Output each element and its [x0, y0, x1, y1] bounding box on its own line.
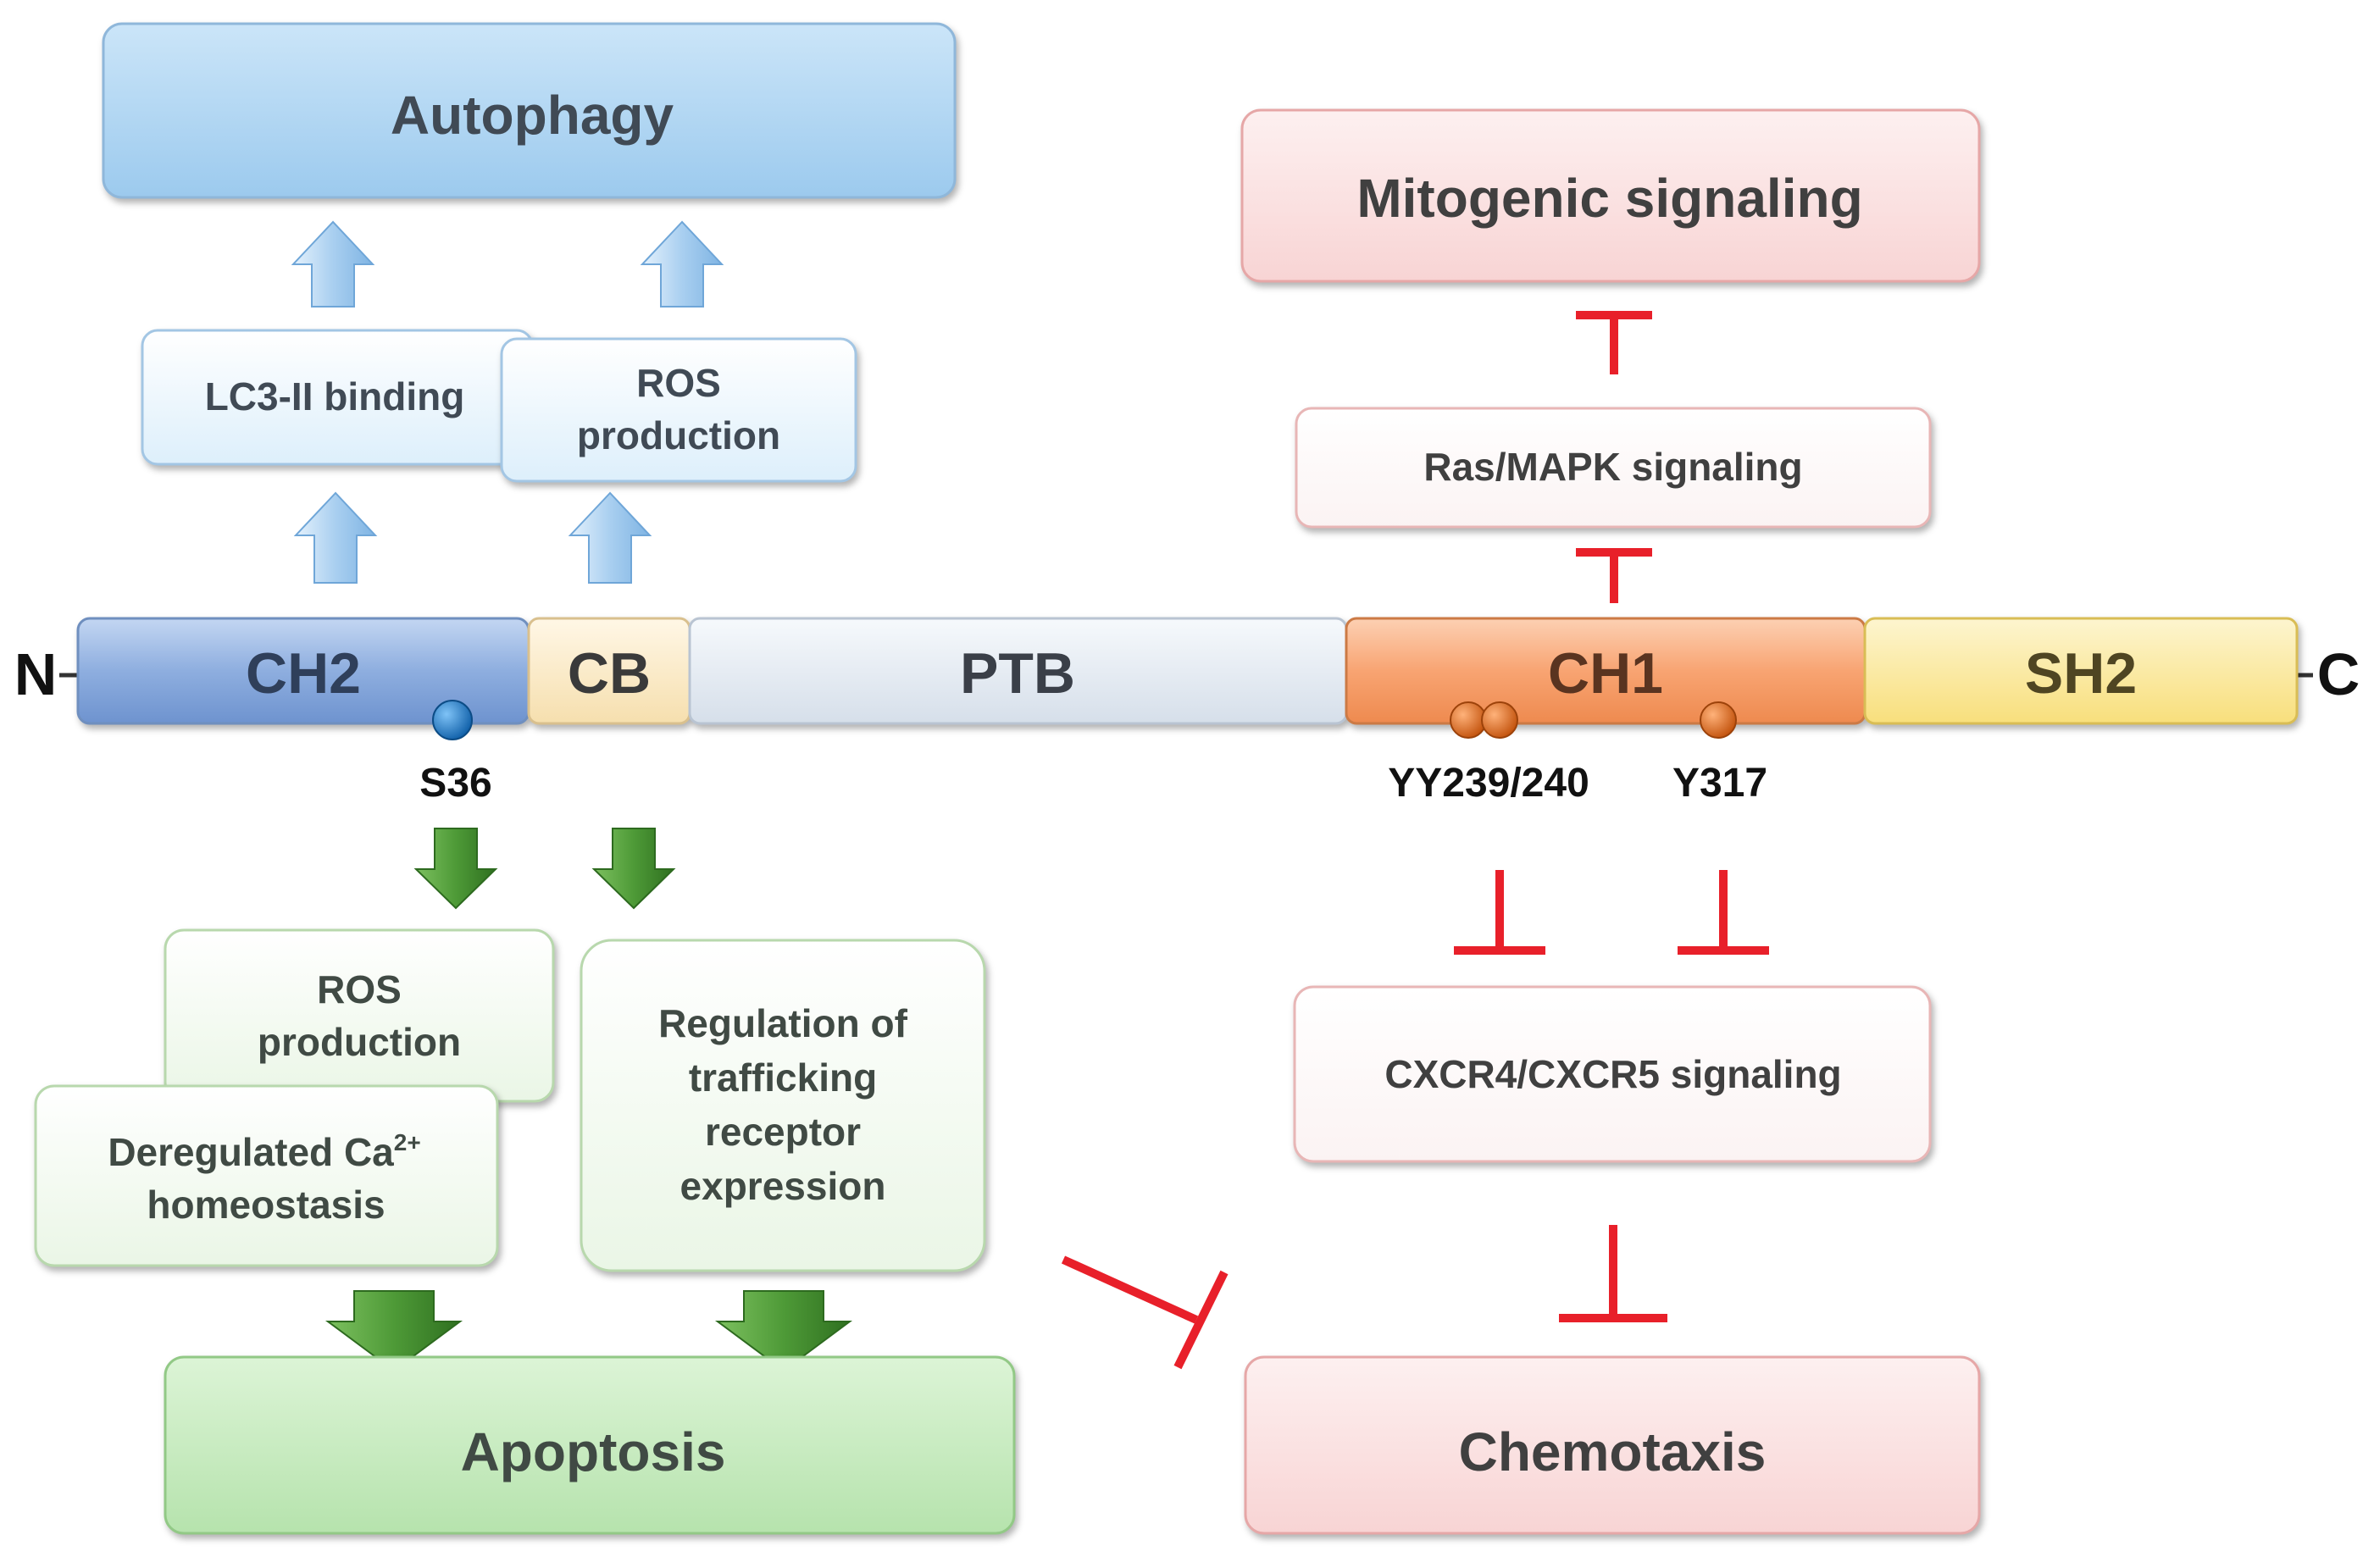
- ros-production-box-bottom: ROS production: [164, 928, 555, 1103]
- yy240-site-dot: [1481, 701, 1518, 739]
- up-arrow-icon: [291, 220, 375, 308]
- mitogenic-label: Mitogenic signaling: [1356, 168, 1862, 229]
- inhibition-icon: [1678, 870, 1769, 955]
- cxcr-label: CXCR4/CXCR5 signaling: [1384, 1052, 1841, 1096]
- autophagy-label: Autophagy: [391, 85, 674, 146]
- trafficking-line2: trafficking: [689, 1055, 877, 1100]
- calcium-superscript: 2+: [394, 1129, 421, 1155]
- trafficking-line1: Regulation of: [658, 1001, 908, 1045]
- protein-bar: N C CH2 CB PTB CH1 SH2 S36 YY239/240 Y31…: [14, 617, 2360, 806]
- cxcr-signaling-box: CXCR4/CXCR5 signaling: [1293, 985, 1932, 1163]
- ros-bottom-line2: production: [258, 1020, 461, 1064]
- c-terminus-label: C: [2317, 641, 2360, 707]
- domain-sh2: [1863, 617, 2299, 725]
- yy239-240-label: YY239/240: [1388, 761, 1589, 806]
- ros-top-line2: production: [577, 413, 780, 457]
- calcium-line1-text: Deregulated Ca: [108, 1130, 394, 1174]
- ros-bottom-line1: ROS: [317, 967, 402, 1011]
- yy239-site-dot: [1450, 701, 1487, 739]
- up-arrow-icon: [568, 491, 652, 584]
- calcium-homeostasis-box: Deregulated Ca2+ homeostasis: [34, 1084, 499, 1267]
- s36-label: S36: [419, 761, 491, 806]
- y317-site-dot: [1700, 701, 1737, 739]
- mitogenic-signaling-box: Mitogenic signaling: [1240, 108, 1981, 283]
- down-arrow-icon: [591, 828, 676, 910]
- down-arrow-icon: [324, 1290, 463, 1372]
- inhibition-icon: [1576, 311, 1652, 374]
- trafficking-regulation-box: Regulation of trafficking receptor expre…: [580, 939, 986, 1272]
- inhibition-icon: [1576, 548, 1652, 603]
- chemotaxis-label: Chemotaxis: [1459, 1421, 1767, 1482]
- trafficking-line4: expression: [680, 1164, 886, 1208]
- inhibition-icon: [1559, 1225, 1667, 1322]
- calcium-line1: Deregulated Ca2+: [108, 1129, 420, 1174]
- up-arrow-icon: [640, 220, 724, 308]
- up-arrow-icon: [293, 491, 378, 584]
- down-arrow-icon: [714, 1290, 853, 1372]
- calcium-line2: homeostasis: [147, 1183, 385, 1227]
- domain-ch2-label: CH2: [246, 641, 361, 706]
- inhibition-icon: [1454, 870, 1545, 955]
- apoptosis-label: Apoptosis: [461, 1421, 726, 1482]
- lc3-binding-box: LC3-II binding: [141, 329, 534, 466]
- ras-mapk-signaling-box: Ras/MAPK signaling: [1295, 407, 1932, 529]
- ras-mapk-label: Ras/MAPK signaling: [1423, 445, 1802, 489]
- chemotaxis-box: Chemotaxis: [1244, 1355, 1981, 1535]
- trafficking-line3: receptor: [705, 1110, 861, 1154]
- domain-ptb-label: PTB: [960, 641, 1075, 706]
- domain-cb-label: CB: [568, 641, 651, 706]
- s36-site-dot: [432, 700, 473, 740]
- lc3-binding-label: LC3-II binding: [205, 374, 465, 418]
- y317-label: Y317: [1672, 761, 1767, 806]
- ros-production-box-top: ROS production: [500, 337, 857, 483]
- inhibition-icon: [1061, 1255, 1229, 1370]
- domain-sh2-label: SH2: [2025, 641, 2137, 706]
- n-terminus-label: N: [14, 641, 58, 707]
- apoptosis-box: Apoptosis: [164, 1355, 1016, 1535]
- domain-ch1-label: CH1: [1548, 641, 1663, 706]
- autophagy-box: Autophagy: [102, 22, 957, 199]
- ros-top-line1: ROS: [636, 361, 721, 405]
- down-arrow-icon: [413, 828, 498, 910]
